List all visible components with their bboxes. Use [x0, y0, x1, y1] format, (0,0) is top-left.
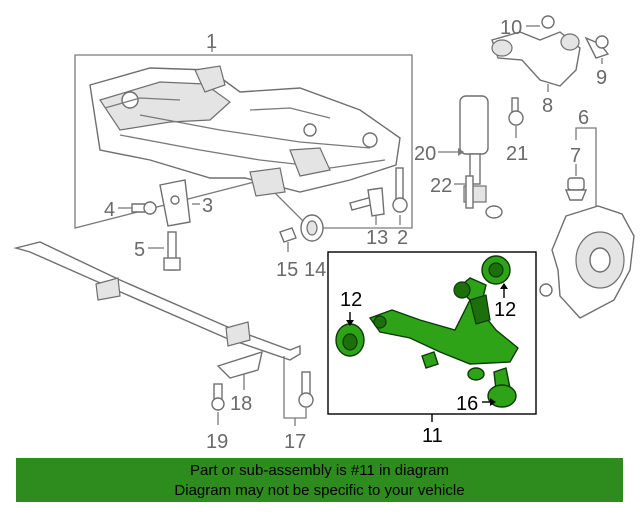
parts-diagram: 1 2 3 4 5 6 7 8 9 10 11 12 12 13 14 15 1…	[13, 15, 635, 453]
callout-9[interactable]: 9	[596, 67, 607, 89]
bolt-21-drawing[interactable]	[508, 97, 524, 126]
front-cradle-drawing[interactable]	[89, 65, 401, 197]
callout-16[interactable]: 16	[456, 393, 478, 415]
callout-3[interactable]: 3	[202, 195, 213, 217]
callout-18[interactable]: 18	[230, 393, 252, 415]
callout-4[interactable]: 4	[104, 199, 115, 221]
callout-21[interactable]: 21	[506, 143, 528, 165]
upper-control-arm-8-drawing[interactable]	[491, 31, 581, 87]
callout-22[interactable]: 22	[430, 175, 452, 197]
nut-10-drawing[interactable]	[541, 15, 555, 29]
callout-8[interactable]: 8	[542, 95, 553, 117]
callout-10[interactable]: 10	[500, 17, 522, 39]
callout-2[interactable]: 2	[397, 227, 408, 249]
ball-joint-7-drawing[interactable]	[564, 177, 588, 201]
diagram-notice-banner: Part or sub-assembly is #11 in diagram D…	[16, 458, 623, 502]
banner-line-2: Diagram may not be specific to your vehi…	[174, 482, 465, 499]
callout-20[interactable]: 20	[414, 143, 436, 165]
bolt-13-drawing[interactable]	[349, 187, 385, 217]
washer-14-drawing[interactable]	[300, 214, 324, 242]
bolt-4-drawing[interactable]	[131, 201, 157, 215]
nut-15-drawing[interactable]	[279, 227, 297, 243]
callout-12-left[interactable]: 12	[340, 289, 362, 311]
bolt-2-drawing[interactable]	[392, 167, 408, 213]
callout-11[interactable]: 11	[422, 425, 443, 447]
leader-20-arrow	[458, 148, 464, 156]
bushing-12-left-drawing[interactable]	[335, 323, 365, 357]
bolt-5-drawing[interactable]	[163, 231, 181, 271]
callout-17[interactable]: 17	[284, 431, 306, 453]
callout-12-right[interactable]: 12	[494, 299, 516, 321]
callout-14[interactable]: 14	[304, 259, 326, 281]
leader-12-right-arrow	[500, 283, 508, 289]
bolt-22-drawing[interactable]	[465, 175, 474, 209]
callout-15[interactable]: 15	[276, 259, 298, 281]
callout-7[interactable]: 7	[570, 145, 581, 167]
lower-control-arm-drawing[interactable]	[368, 277, 519, 365]
bushing-12-right-drawing[interactable]	[481, 255, 511, 285]
washer-drawing[interactable]	[467, 367, 485, 381]
leader-6-bracket	[575, 127, 597, 216]
shield-18-drawing[interactable]	[216, 350, 263, 379]
leader-16-arrow	[490, 398, 496, 406]
callout-19[interactable]: 19	[206, 431, 228, 453]
callout-6[interactable]: 6	[578, 107, 589, 129]
stabilizer-bar-drawing[interactable]	[13, 241, 301, 361]
callout-13[interactable]: 13	[366, 227, 388, 249]
bolt-17-drawing[interactable]	[298, 371, 314, 408]
leader-12-left-arrow	[346, 320, 354, 326]
callout-5[interactable]: 5	[134, 239, 145, 261]
callout-1[interactable]: 1	[206, 31, 217, 53]
bracket-3-drawing[interactable]	[159, 179, 191, 227]
bolt-19-drawing[interactable]	[211, 383, 225, 411]
banner-line-1: Part or sub-assembly is #11 in diagram	[190, 462, 449, 479]
bolt-9-drawing[interactable]	[584, 35, 610, 59]
knuckle-6-drawing[interactable]	[539, 205, 635, 319]
nut-drawing[interactable]	[421, 351, 439, 369]
